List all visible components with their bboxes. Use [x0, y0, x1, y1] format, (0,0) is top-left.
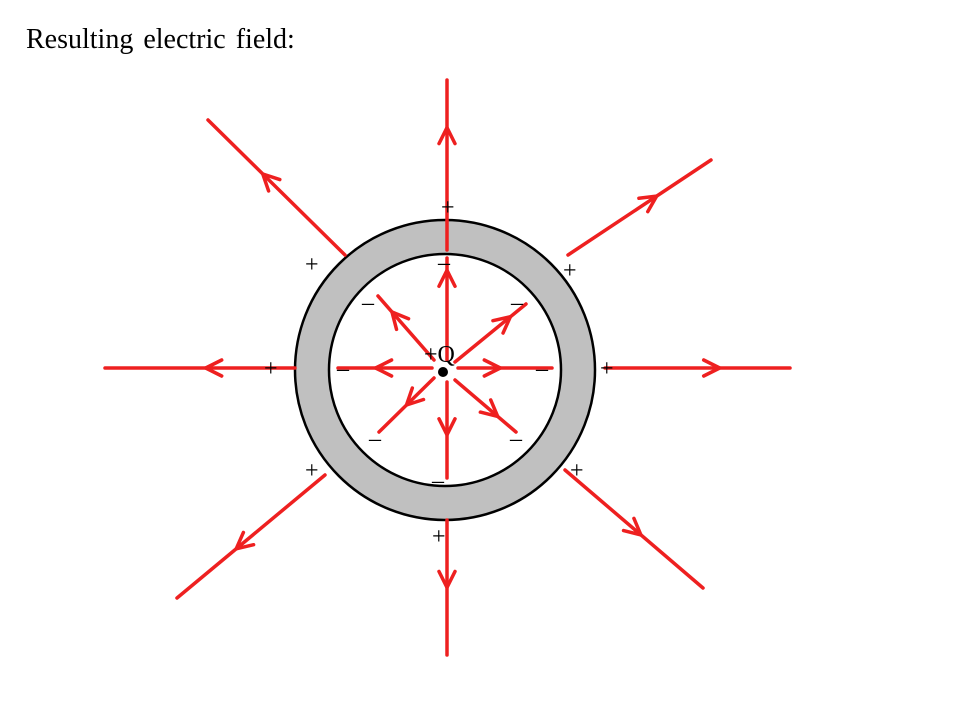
outer-field-up-arrow: [437, 125, 457, 146]
inner-charge-top: –: [437, 250, 451, 276]
outer-charge-bottom-right: +: [570, 458, 584, 484]
point-charge-dot: [438, 367, 448, 377]
outer-field-down-left-line: [175, 473, 327, 600]
point-charge-label: +Q: [424, 342, 455, 368]
outer-field-up-right-line: [566, 158, 713, 257]
outer-charge-top-right: +: [563, 258, 577, 284]
inner-surface-charges: – – – – – – – –: [336, 250, 549, 494]
outer-field-left-arrow: [203, 358, 224, 378]
inner-field-down-left-arrow: [404, 386, 426, 407]
inner-charge-bottom-left: –: [368, 426, 382, 452]
inner-charge-bottom: –: [431, 468, 445, 494]
inner-field-up-left-arrow: [390, 310, 411, 332]
field-lines: [103, 78, 792, 657]
outer-field-up-left-line: [206, 118, 347, 257]
outer-field-up-right-arrow: [637, 194, 659, 214]
inner-field-down-arrow: [437, 417, 457, 437]
inner-charge-right: –: [535, 356, 549, 382]
outer-charge-left: +: [264, 356, 278, 382]
outer-field-down-right-line: [563, 468, 705, 590]
outer-charge-bottom-left: +: [305, 458, 319, 484]
outer-field-down-left-arrow: [234, 530, 256, 551]
inner-field-down-right-line: [453, 378, 518, 434]
inner-charge-top-right: –: [510, 290, 524, 316]
inner-charge-bottom-right: –: [509, 426, 523, 452]
outer-field-down-right-arrow: [621, 516, 643, 537]
inner-field-up-arrow: [437, 268, 457, 288]
inner-field-left-arrow: [373, 358, 394, 378]
inner-field-down-right-arrow: [478, 398, 500, 419]
outer-charge-top-left: +: [305, 252, 319, 278]
inner-charge-top-left: –: [361, 290, 375, 316]
inner-field-right-arrow: [482, 358, 503, 378]
outer-charge-top: +: [441, 195, 455, 221]
outer-charge-right: +: [600, 356, 614, 382]
inner-field-up-right-line: [453, 302, 528, 364]
slide-title: Resulting electric field:: [26, 24, 295, 55]
outer-surface-charges: + + + + + + + +: [264, 195, 614, 550]
outer-field-right-arrow: [701, 358, 722, 378]
outer-charge-bottom: +: [432, 524, 446, 550]
outer-field-down-arrow: [437, 569, 457, 590]
inner-charge-left: –: [336, 356, 350, 382]
outer-field-up-left-arrow: [261, 172, 282, 193]
inner-field-up-right-arrow: [491, 315, 513, 335]
inner-field-up-left-line: [376, 294, 436, 362]
